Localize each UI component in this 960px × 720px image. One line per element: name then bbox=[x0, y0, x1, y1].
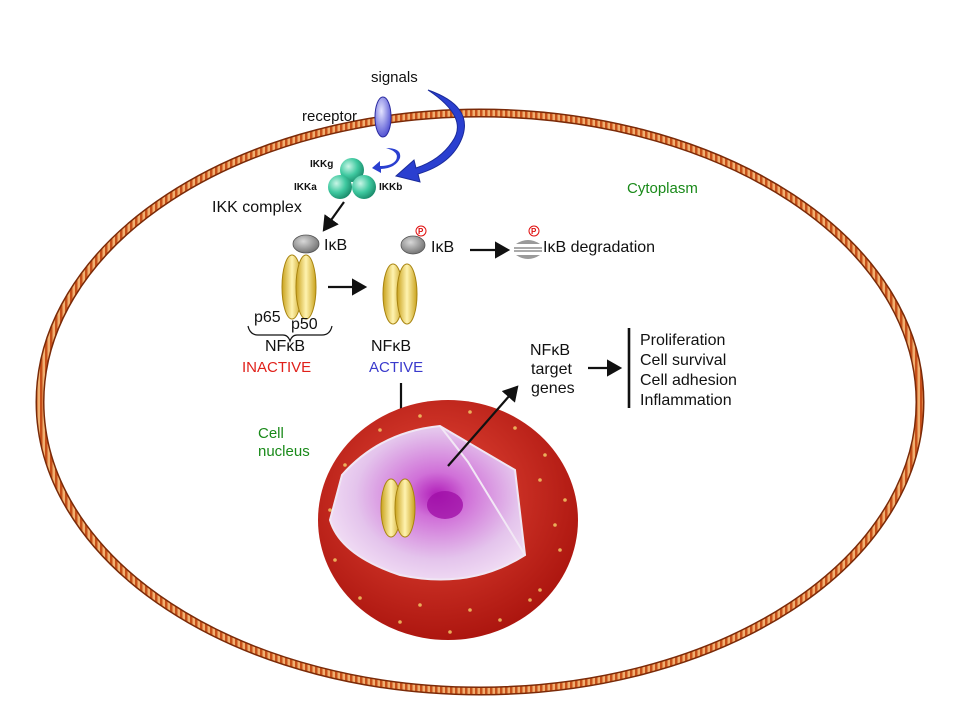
gene-activation-arrow bbox=[447, 385, 519, 467]
phosphate-degraded-label: P bbox=[531, 227, 537, 236]
nfkb-active-name: NFκB bbox=[371, 338, 411, 355]
phosphate-degraded-icon bbox=[528, 225, 540, 237]
ikb-free-icon bbox=[400, 235, 426, 255]
ikb-bound-icon bbox=[292, 234, 320, 254]
p50-label: p50 bbox=[291, 316, 318, 333]
signal-small-arrow-icon bbox=[372, 148, 401, 173]
inactive-label: INACTIVE bbox=[242, 359, 311, 376]
outcome-item: Proliferation bbox=[640, 332, 725, 349]
receptor-icon bbox=[374, 96, 392, 138]
phosphate-icon bbox=[415, 225, 427, 237]
outcome-item: Inflammation bbox=[640, 392, 732, 409]
signals-label: signals bbox=[371, 69, 418, 86]
ikb-bound-label: IκB bbox=[324, 237, 347, 254]
ikk-b-label: IKKb bbox=[379, 182, 402, 193]
cell-membrane bbox=[35, 108, 925, 696]
receptor-label: receptor bbox=[302, 108, 357, 125]
target-genes-label-2: target bbox=[531, 361, 572, 378]
cytoplasm-label: Cytoplasm bbox=[627, 180, 698, 197]
nfkb-active-dimer-icon bbox=[382, 263, 418, 325]
outcome-item: Cell survival bbox=[640, 352, 726, 369]
outcome-list: Proliferation Cell survival Cell adhesio… bbox=[640, 332, 737, 409]
ikk-a-label: IKKa bbox=[294, 182, 317, 193]
target-genes-label-1: NFκB bbox=[530, 342, 570, 359]
cell-nucleus-label-1: Cell bbox=[258, 425, 284, 442]
nfkb-brace-icon bbox=[247, 325, 333, 343]
active-label: ACTIVE bbox=[369, 359, 423, 376]
cell-nucleus-label-2: nucleus bbox=[258, 443, 310, 460]
ikk-g-label: IKKg bbox=[310, 159, 333, 170]
target-genes-label-3: genes bbox=[531, 380, 575, 397]
ikb-degraded-icon bbox=[514, 240, 542, 259]
phosphate-label: P bbox=[418, 227, 424, 236]
outcome-item: Cell adhesion bbox=[640, 372, 737, 389]
ikb-free-label: IκB bbox=[431, 239, 454, 256]
ikk-to-ikb-arrow bbox=[322, 201, 345, 232]
signal-arrow-icon bbox=[394, 89, 465, 183]
ikk-complex-label: IKK complex bbox=[212, 199, 302, 216]
ikk-complex-icon bbox=[328, 158, 376, 199]
cell-nucleus-icon bbox=[318, 400, 578, 640]
nfkb-nuclear-dimer-icon bbox=[380, 478, 416, 538]
nfkb-inactive-dimer-icon bbox=[281, 254, 317, 320]
ikb-degradation-label: IκB degradation bbox=[543, 239, 655, 256]
p65-label: p65 bbox=[254, 309, 281, 326]
nfkb-inactive-name: NFκB bbox=[265, 338, 305, 355]
